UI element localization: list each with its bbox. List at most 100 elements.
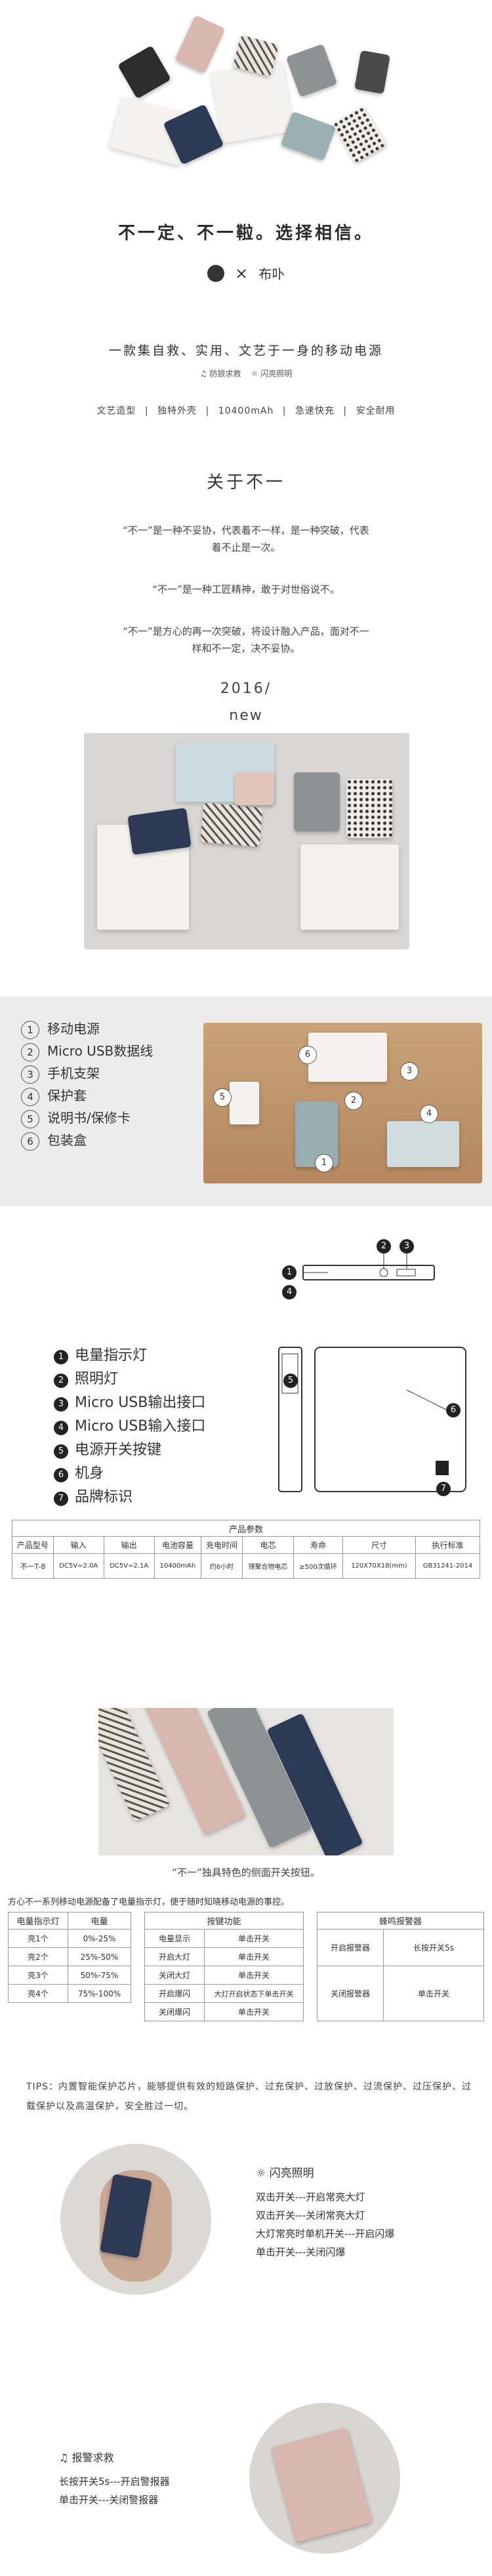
about-year: 2016/ (220, 681, 272, 697)
function-table: 电量指示灯 电量 按键功能 蜂鸣报警器 亮1个 0%-25% 电量显示 单击开关… (8, 1912, 484, 2021)
table-row: 亮1个 0%-25% 电量显示 单击开关 开启报警器 长按开关5s (8, 1929, 484, 1966)
hero-section (0, 0, 492, 197)
power-bank-pink (235, 772, 274, 805)
alarm-icon: ♫ (59, 2451, 72, 2464)
flash-line: 双击开关---开启常亮大灯 (256, 2191, 365, 2203)
diagram-front-view (314, 1347, 466, 1492)
flash-photo (60, 2144, 211, 2295)
table-row: 亮3个 50%-75% 关闭大灯 单击开关 关闭报警器 单击开关 (8, 1966, 484, 2021)
table-row: 电量指示灯 电量 按键功能 蜂鸣报警器 (8, 1912, 484, 1930)
photo-mark: 1 (315, 1154, 333, 1172)
about-paragraph: “不一”是方心的再一次突破，将设计融入产品，面对不一样和不一定，决不妥协。 (123, 625, 369, 654)
params-table: 产品参数 产品型号 输入 输出 电池容量 充电时间 电芯 寿命 尺寸 执行标准 … (12, 1520, 481, 1579)
alarm-photo (249, 2403, 400, 2554)
sun-icon: ☼ (256, 2167, 270, 2180)
slogan-text: 不一定、不一鞡。选择相信。 (117, 224, 374, 243)
power-bank-grey (285, 43, 338, 98)
diagram-side-button (281, 1353, 298, 1394)
intro-block: 一款集自救、实用、文艺于一身的移动电源 ♫ 防狼求救 ☼ 闪亮照明 文艺造型 |… (0, 341, 492, 417)
power-bank-teal (295, 1101, 338, 1167)
feature-item: 文艺造型 (96, 406, 136, 416)
feature-item: 急速快充 (295, 406, 335, 416)
table-row: 不一T-8 DC5V=2.0A DC5V=2.1A 10400mAh 约6小时 … (12, 1553, 481, 1579)
power-bank-dots (332, 105, 386, 164)
feature-item: 安全耐用 (356, 406, 396, 416)
about-photo (84, 733, 409, 949)
intro-tag-flash: 闪亮照明 (260, 369, 293, 378)
diagram-mark: 3 (400, 1239, 414, 1254)
brand-logo-icon (207, 264, 224, 282)
tips-text: TIPS：内置智能保护芯片，能够提供有效的短路保护、过充保护、过放保护、过流保护… (26, 2082, 472, 2112)
flash-block: ☼ 闪亮照明 双击开关---开启常亮大灯 双击开关---关闭常亮大灯 大灯常亮时… (256, 2164, 394, 2261)
flash-line: 单击开关---关闭闪爆 (256, 2246, 346, 2258)
diagram-mark: 2 (377, 1239, 391, 1254)
gift-box (308, 1033, 387, 1082)
power-bank-dark (354, 50, 390, 94)
brand-name: 布卟 (258, 266, 285, 282)
power-bank-pink (270, 2427, 373, 2543)
flash-line: 大灯常亮时单机开关---开启闪爆 (256, 2228, 395, 2240)
about-title: 关于不一 (206, 473, 285, 492)
function-note: 方心不一系列移动电源配备了电量指示灯，便于随时知晓移动电源的事控。 (8, 1897, 290, 1907)
params-title: 产品参数 (12, 1520, 480, 1537)
alarm-icon: ♫ (199, 369, 207, 378)
power-bank-grey (294, 772, 340, 831)
slogan-block: 不一定、不一鞡。选择相信。 × 布卟 (0, 220, 492, 283)
photo-mark: 3 (400, 1062, 419, 1080)
power-bank-black (117, 45, 171, 99)
table-row: 产品型号 输入 输出 电池容量 充电时间 电芯 寿命 尺寸 执行标准 (12, 1536, 481, 1554)
gift-box (300, 844, 399, 930)
power-bank-dots (346, 779, 392, 838)
about-word: new (229, 707, 263, 724)
feature-item: 独特外壳 (157, 406, 197, 416)
package-photo: 6 5 2 3 4 1 (203, 1023, 482, 1183)
power-bank-pattern (200, 803, 263, 847)
switch-photo (98, 1708, 394, 1855)
diagram-mark: 1 (282, 1265, 297, 1280)
gift-box (211, 60, 295, 144)
intro-headline: 一款集自救、实用、文艺于一身的移动电源 (108, 344, 383, 358)
about-section: 关于不一 “不一”是一种不妥协，代表着不一样，是一种突破，代表着不止是一次。 “… (0, 469, 492, 724)
flash-line: 双击开关---关闭常亮大灯 (256, 2209, 365, 2221)
flash-title: 闪亮照明 (269, 2167, 314, 2180)
diagram-mark: 7 (436, 1482, 451, 1496)
brand-row: × 布卟 (0, 264, 492, 283)
manual (230, 1082, 259, 1124)
alarm-line: 长按开关5s---开启警报器 (59, 2476, 170, 2487)
photo-mark: 2 (344, 1092, 363, 1110)
about-paragraph: “不一”是一种不妥协，代表着不一样，是一种突破，代表着不止是一次。 (123, 525, 369, 553)
alarm-block: ♫ 报警求救 长按开关5s---开启警报器 单击开关---关闭警报器 (59, 2449, 170, 2509)
power-bank-navy (127, 808, 192, 855)
switch-caption: “不一”独具特色的侧面开关按钮。 (172, 1867, 320, 1878)
flash-icon: ☼ (251, 369, 258, 378)
intro-sub-tags: ♫ 防狼求救 ☼ 闪亮照明 (0, 368, 492, 379)
diagram-mark: 6 (446, 1403, 461, 1417)
photo-mark: 6 (298, 1046, 317, 1064)
alarm-title: 报警求救 (72, 2451, 114, 2464)
photo-mark: 5 (213, 1088, 232, 1107)
diagram-usb-port (396, 1269, 416, 1277)
intro-tag-alarm: 防狼求救 (209, 369, 241, 378)
diagram-brand-logo (436, 1461, 449, 1475)
brand-x: × (234, 264, 249, 283)
hero-photo (109, 13, 400, 177)
diagram-side-view (278, 1347, 302, 1492)
photo-mark: 4 (420, 1105, 438, 1123)
feature-row: 文艺造型 | 独特外壳 | 10400mAh | 急速快充 | 安全耐用 (96, 406, 396, 416)
